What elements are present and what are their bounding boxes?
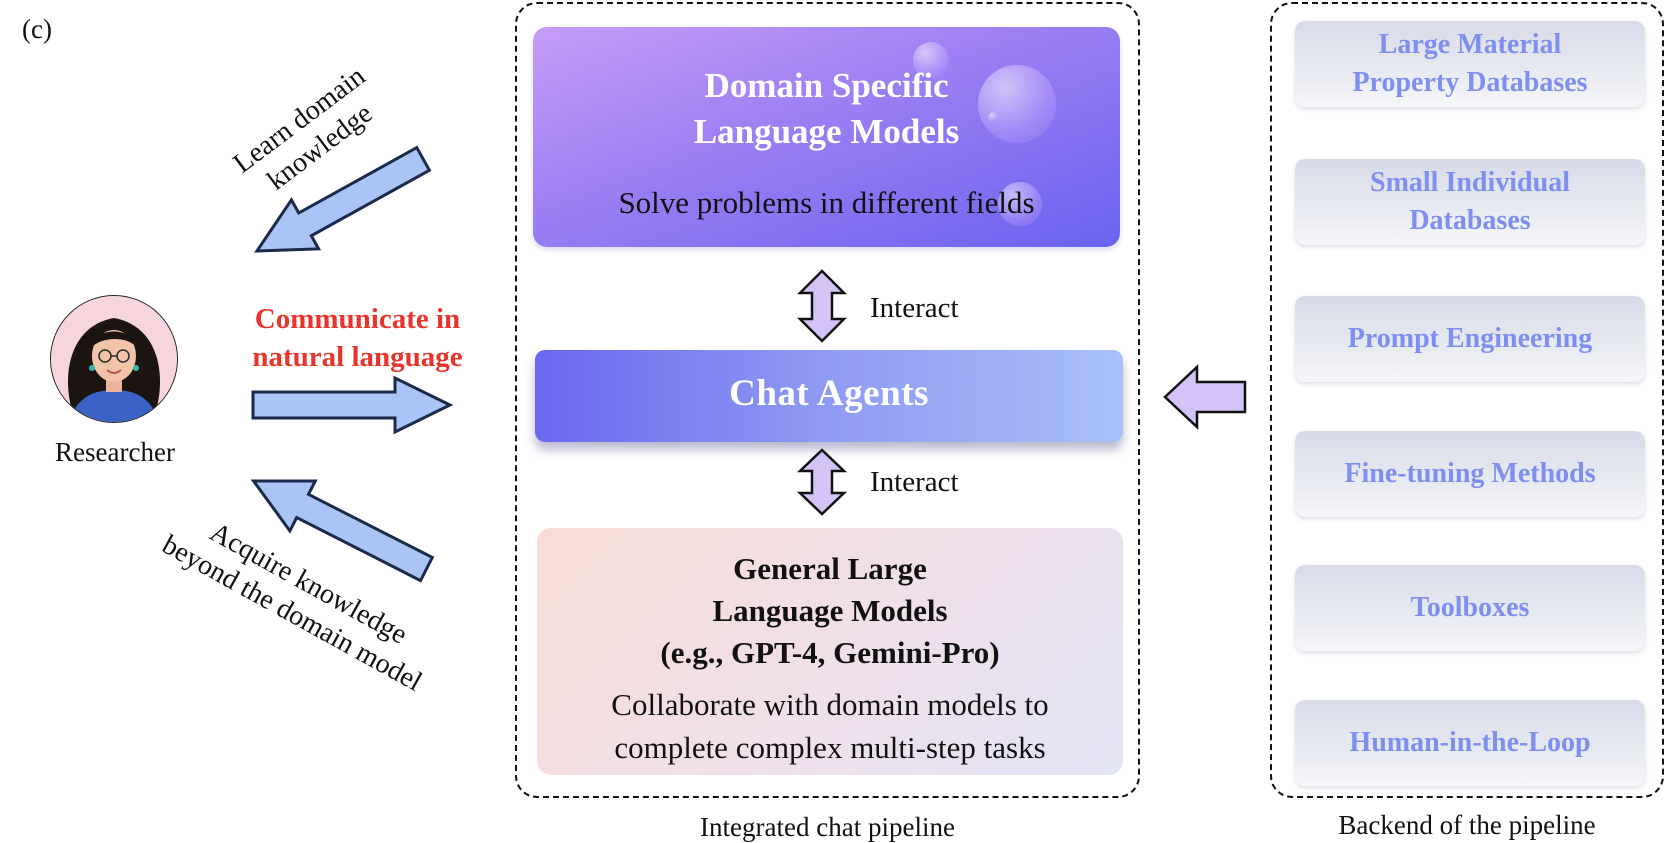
interact-arrow-top [796, 269, 848, 343]
decor-bubble [988, 112, 998, 122]
backend-item-prompt-engineering: Prompt Engineering [1295, 296, 1645, 382]
decor-bubble [998, 182, 1042, 226]
chat-agents-title: Chat Agents [729, 373, 929, 414]
general-llm-title: General Large Language Models (e.g., GPT… [537, 548, 1123, 674]
decor-bubble [978, 65, 1056, 143]
communicate-label: Communicate in natural language [225, 300, 490, 376]
researcher-portrait-icon [51, 296, 177, 422]
backend-arrow [1163, 364, 1247, 430]
backend-item-line1: Small Individual [1370, 167, 1570, 198]
interact-arrow-bottom [796, 448, 848, 516]
domain-models-subtitle: Solve problems in different fields [618, 185, 1035, 220]
general-title-line2: Language Models [712, 593, 948, 628]
general-sub-line1: Collaborate with domain models to [611, 687, 1049, 722]
backend-item-line1: Fine-tuning Methods [1344, 458, 1596, 489]
interact-label-bottom: Interact [870, 466, 959, 498]
domain-models-box: Domain Specific Language Models Solve pr… [533, 27, 1120, 247]
backend-item-toolboxes: Toolboxes [1295, 565, 1645, 651]
backend-item-line2: Property Databases [1352, 67, 1588, 98]
backend-item-line1: Toolboxes [1410, 592, 1530, 623]
backend-item-line1: Human-in-the-Loop [1349, 727, 1591, 758]
general-llm-box: General Large Language Models (e.g., GPT… [537, 528, 1123, 775]
researcher-avatar [50, 295, 178, 423]
integrated-pipeline-panel [515, 2, 1140, 798]
communicate-line2: natural language [252, 341, 463, 373]
pipeline-caption: Integrated chat pipeline [700, 812, 955, 842]
general-title-line1: General Large [733, 551, 927, 586]
backend-item-line1: Prompt Engineering [1347, 323, 1593, 354]
learn-arrow [254, 145, 432, 253]
domain-models-title: Domain Specific Language Models [533, 63, 1120, 155]
decor-bubble [913, 42, 949, 78]
backend-item-human-in-the-loop: Human-in-the-Loop [1295, 700, 1645, 786]
communicate-line1: Communicate in [254, 303, 461, 335]
acquire-arrow [250, 479, 435, 583]
general-title-line3: (e.g., GPT-4, Gemini-Pro) [660, 635, 1000, 670]
chat-agents-box: Chat Agents [535, 350, 1123, 442]
researcher-label: Researcher [55, 437, 175, 467]
general-llm-subtitle: Collaborate with domain models to comple… [537, 683, 1123, 769]
backend-panel [1270, 2, 1664, 798]
panel-label: (c) [22, 14, 52, 44]
backend-item-line2: Databases [1409, 205, 1531, 236]
backend-item-line1: Large Material [1378, 29, 1562, 60]
domain-title-line2: Language Models [693, 112, 960, 151]
communicate-arrow [251, 375, 454, 435]
interact-label-top: Interact [870, 292, 959, 324]
backend-caption: Backend of the pipeline [1338, 810, 1596, 840]
backend-item-fine-tuning: Fine-tuning Methods [1295, 431, 1645, 517]
domain-title-line1: Domain Specific [704, 66, 949, 105]
general-sub-line2: complete complex multi-step tasks [614, 730, 1046, 765]
